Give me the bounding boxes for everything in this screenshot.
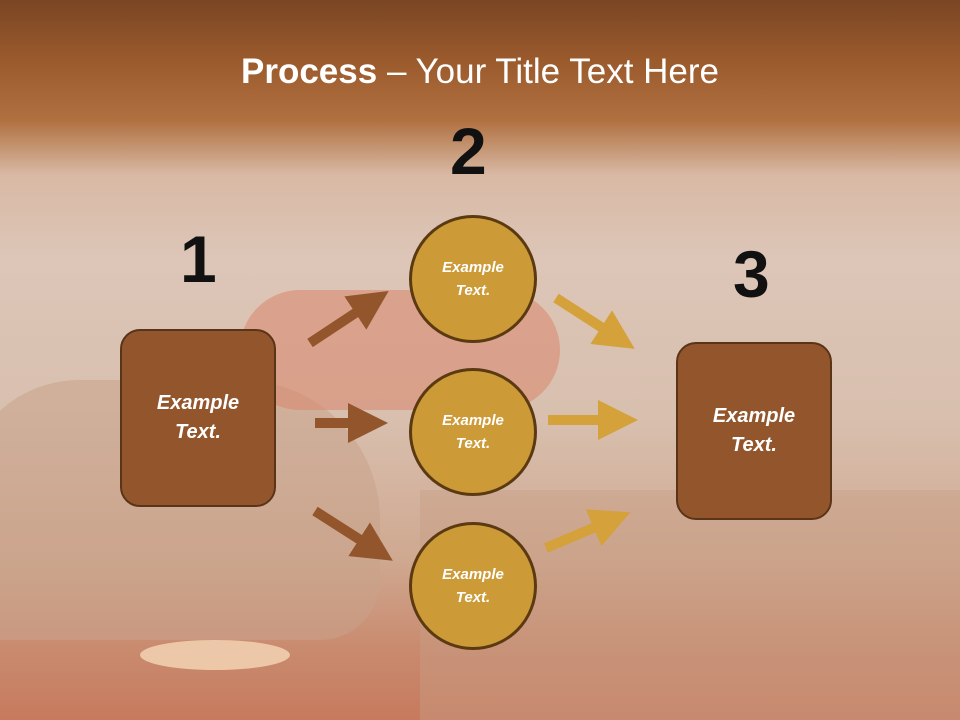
circle-top: Example Text.: [409, 215, 537, 343]
step-number-2: 2: [450, 114, 487, 188]
circle-bottom: Example Text.: [409, 522, 537, 650]
circle-middle: Example Text.: [409, 368, 537, 496]
circle-middle-text: Example Text.: [442, 412, 504, 452]
step-3-text: Example Text.: [712, 405, 796, 456]
step-number-1: 1: [180, 222, 217, 296]
title-bold: Process: [241, 52, 378, 91]
circle-top-text: Example Text.: [442, 259, 504, 299]
background-candle: [140, 640, 290, 670]
arrow-circle-top-to-3: [553, 293, 635, 349]
circle-bottom-text: Example Text.: [442, 566, 504, 606]
step-1-box: Example Text.: [120, 329, 276, 507]
step-3-box: Example Text.: [676, 342, 832, 520]
title-rest: – Your Title Text Here: [377, 52, 719, 91]
arrow-1-to-circle-top: [307, 290, 389, 348]
step-number-3: 3: [733, 237, 770, 311]
slide-title: Process – Your Title Text Here: [0, 52, 960, 92]
arrow-circle-bottom-to-3: [544, 509, 631, 553]
step-1-text: Example Text.: [156, 392, 240, 443]
arrow-1-to-circle-bottom: [312, 506, 393, 561]
